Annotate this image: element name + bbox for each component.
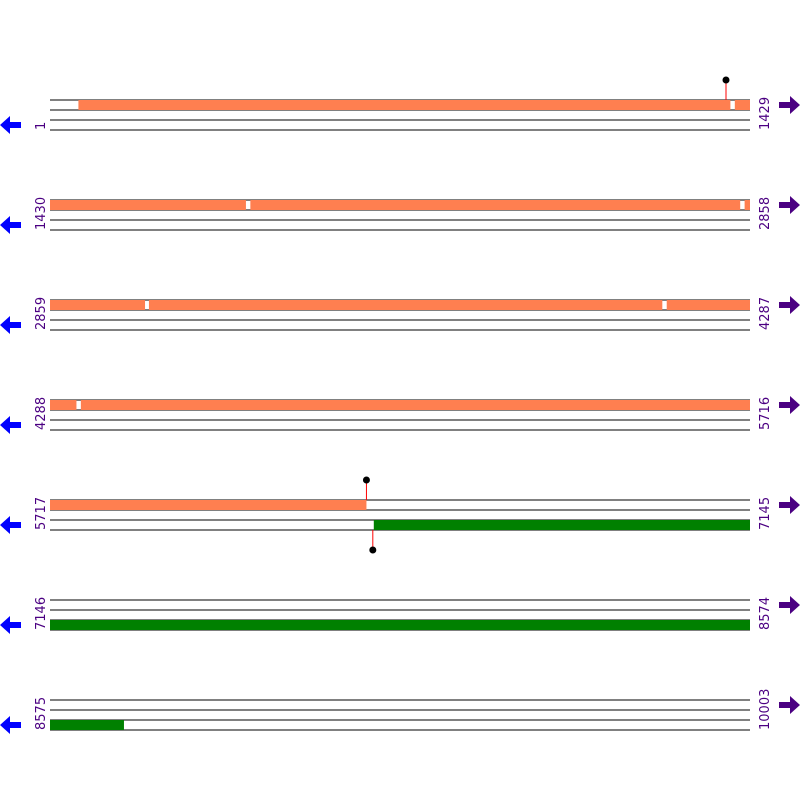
feature-segment (50, 500, 367, 510)
right-arrow-icon (779, 596, 800, 614)
feature-segment (373, 520, 750, 530)
feature-segment (50, 200, 246, 210)
feature-segment (50, 400, 77, 410)
feature-segment (744, 200, 750, 210)
feature-segment (50, 300, 146, 310)
row-end-label: 5716 (758, 397, 773, 430)
feature-segment (250, 200, 741, 210)
row-end-label: 1429 (758, 97, 773, 130)
row-start-label: 8575 (34, 697, 49, 730)
row-start-label: 2859 (34, 297, 49, 330)
row-start-label: 1430 (34, 197, 49, 230)
feature-segment (50, 620, 750, 630)
start-marker-1 (369, 530, 377, 554)
right-arrow-icon (779, 296, 800, 314)
row-end-label: 7145 (758, 497, 773, 530)
orf-frame-3 (50, 520, 750, 730)
marker-head (722, 76, 730, 84)
stop-marker-2 (362, 476, 370, 500)
left-arrow-icon (0, 616, 21, 634)
left-arrow-icon (0, 516, 21, 534)
left-arrow-icon (0, 716, 21, 734)
feature-segment (666, 300, 750, 310)
feature-segment (80, 400, 751, 410)
right-arrow-icon (779, 496, 800, 514)
row-start-label: 5717 (34, 497, 49, 530)
row-end-label: 4287 (758, 297, 773, 330)
right-arrow-icon (779, 196, 800, 214)
left-arrow-icon (0, 216, 21, 234)
sequence-row: 8575 10003 (0, 689, 800, 734)
row-end-label: 8574 (758, 597, 773, 630)
feature-segment (78, 100, 731, 110)
left-arrow-icon (0, 416, 21, 434)
stop-marker-1 (722, 76, 730, 100)
feature-segment (50, 720, 124, 730)
row-start-label: 7146 (34, 597, 49, 630)
row-start-label: 1 (34, 122, 49, 130)
left-arrow-icon (0, 316, 21, 334)
marker-head (362, 476, 370, 484)
row-start-label: 4288 (34, 397, 49, 430)
row-end-label: 10003 (758, 689, 773, 730)
row-end-label: 2858 (758, 197, 773, 230)
feature-segment (734, 100, 750, 110)
right-arrow-icon (779, 696, 800, 714)
right-arrow-icon (779, 96, 800, 114)
orf-forward-1 (50, 100, 751, 510)
marker-head (369, 546, 377, 554)
left-arrow-icon (0, 116, 21, 134)
feature-segment (148, 300, 663, 310)
right-arrow-icon (779, 396, 800, 414)
